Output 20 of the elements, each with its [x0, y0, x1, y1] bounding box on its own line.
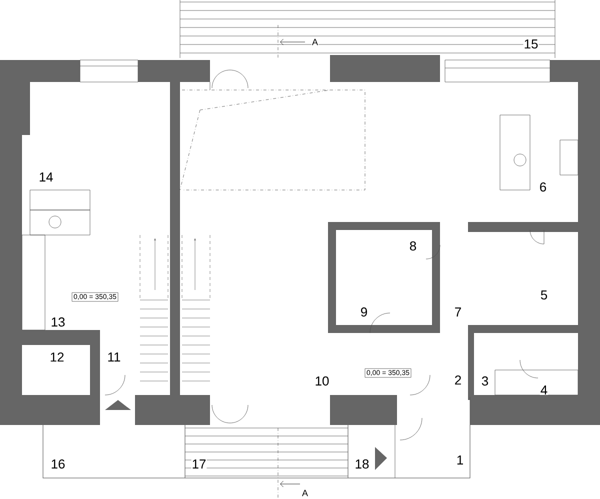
section-label: A [302, 489, 308, 497]
room-number: 15 [523, 38, 539, 50]
section-label: A [312, 38, 318, 46]
room-number: 13 [50, 316, 66, 328]
room-number: 14 [38, 172, 54, 182]
room-number: 10 [314, 376, 330, 386]
room-number: 11 [106, 352, 122, 362]
room-number: 1 [456, 455, 464, 465]
room-number: 2 [454, 374, 462, 386]
room-number: 4 [540, 385, 548, 395]
room-number: 16 [50, 458, 66, 470]
room-number: 5 [540, 290, 548, 300]
room-number: 3 [480, 376, 490, 386]
room-number: 12 [49, 352, 65, 362]
room-number: 6 [538, 182, 548, 192]
room-number: 9 [360, 306, 368, 318]
room-number: 17 [191, 459, 207, 469]
room-number: 18 [354, 458, 370, 470]
room-number: 8 [408, 240, 418, 252]
room-number: 7 [454, 307, 462, 317]
